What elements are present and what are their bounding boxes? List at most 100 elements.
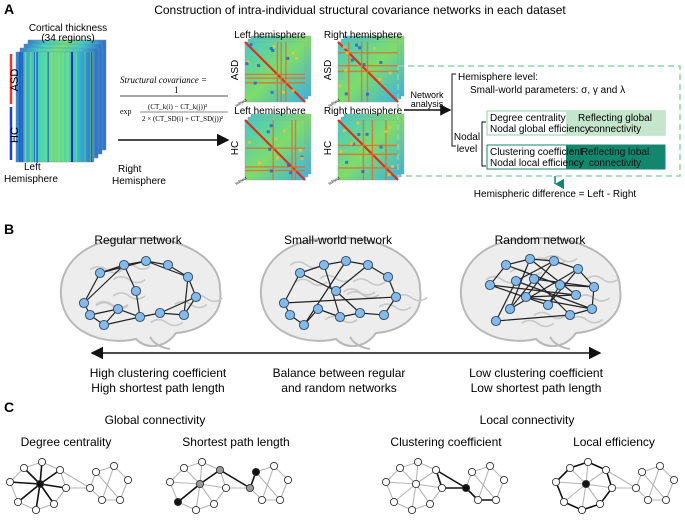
graph-edge bbox=[261, 465, 275, 501]
graph-node bbox=[431, 465, 441, 475]
random-network-brain bbox=[459, 237, 622, 350]
covariance-matrix bbox=[244, 35, 312, 103]
graph-node bbox=[109, 461, 119, 471]
network-edge bbox=[83, 272, 101, 304]
heatmap-lines bbox=[18, 52, 94, 162]
panel-b-letter: B bbox=[4, 221, 14, 237]
regular-network-title: Regular network bbox=[94, 233, 182, 247]
network-node bbox=[140, 255, 152, 267]
local-efficiency-graph bbox=[551, 457, 679, 515]
network-node bbox=[572, 263, 584, 275]
graph-node bbox=[257, 495, 267, 505]
network-node bbox=[390, 291, 402, 303]
smallworld-network-brain bbox=[259, 237, 428, 350]
local-efficiency-title: Local efficiency bbox=[573, 435, 655, 449]
local-connectivity-title: Local connectivity bbox=[480, 413, 575, 427]
graph-node bbox=[221, 483, 231, 493]
graph-edge bbox=[169, 481, 201, 485]
graph-edge bbox=[415, 483, 431, 505]
graph-node bbox=[85, 483, 95, 493]
hemispheric-difference: Hemispheric difference = Left - Right bbox=[474, 189, 637, 200]
graph-node bbox=[485, 461, 495, 471]
network-node bbox=[284, 309, 296, 321]
network-edge bbox=[529, 258, 577, 296]
graph-edge bbox=[555, 481, 587, 485]
graph-node bbox=[565, 463, 575, 473]
graph-edge bbox=[199, 483, 227, 489]
graph-node bbox=[467, 467, 477, 477]
graph-edge bbox=[177, 483, 201, 503]
graph-edge bbox=[219, 469, 251, 489]
network-node bbox=[98, 319, 110, 331]
graph-edge bbox=[39, 483, 67, 489]
network-node bbox=[588, 281, 600, 293]
network-node bbox=[504, 303, 516, 315]
subject-label-1: subject bbox=[234, 97, 248, 108]
graph-node bbox=[251, 467, 261, 477]
graph-edge bbox=[17, 483, 41, 503]
network-analysis-2: analysis bbox=[411, 99, 444, 109]
graph-node bbox=[669, 475, 679, 485]
low-path: Low shortest path length bbox=[471, 381, 602, 395]
formula-den-den: 2 × (CT_SD(i) + CT_SD(j))² bbox=[142, 115, 223, 123]
network-node bbox=[154, 307, 166, 319]
network-node bbox=[542, 299, 554, 311]
smallworld-params: Small-world parameters: σ, γ and λ bbox=[470, 85, 625, 96]
graph-node bbox=[407, 505, 417, 515]
network-edge bbox=[83, 264, 125, 304]
network-node bbox=[382, 271, 394, 283]
network-node bbox=[278, 297, 290, 309]
graph-edge bbox=[411, 483, 417, 511]
network-node bbox=[362, 259, 374, 271]
graph-edge bbox=[39, 469, 61, 485]
graph-edge bbox=[59, 469, 91, 489]
thickness-label-2: (34 regions) bbox=[41, 33, 94, 44]
graph-edge bbox=[39, 483, 55, 505]
network-node bbox=[500, 259, 512, 271]
network-node bbox=[528, 273, 540, 285]
clustering-coefficient-graph bbox=[381, 457, 509, 515]
local-result-fill bbox=[566, 145, 665, 169]
network-node bbox=[312, 303, 324, 315]
smallworld-network-title: Small-world network bbox=[284, 233, 393, 247]
network-edge bbox=[525, 260, 555, 298]
low-clustering: Low clustering coefficient bbox=[469, 366, 604, 380]
graph-edge bbox=[199, 469, 221, 485]
graph-node bbox=[583, 457, 593, 467]
network-node bbox=[548, 255, 560, 267]
network-edge bbox=[335, 290, 361, 314]
network-node bbox=[94, 267, 106, 279]
graph-edge bbox=[477, 465, 491, 501]
matrix-hc-label-1: HC bbox=[230, 141, 241, 155]
high-clustering: High clustering coefficient bbox=[90, 366, 227, 380]
nodal-level-1: Nodal bbox=[454, 132, 480, 143]
graph-node bbox=[637, 467, 647, 477]
results-dashed-box bbox=[397, 65, 681, 177]
graph-node bbox=[595, 499, 605, 509]
covariance-matrices bbox=[244, 35, 405, 181]
matrix-asd-label-1: ASD bbox=[230, 60, 241, 81]
nodal-global-efficiency: Nodal global efficiency bbox=[490, 124, 590, 135]
graph-node bbox=[395, 463, 405, 473]
subject-label-4: subject bbox=[327, 175, 341, 186]
graph-edge bbox=[471, 471, 497, 501]
network-node bbox=[520, 291, 532, 303]
nodal-level-2: level bbox=[457, 144, 478, 155]
network-edge bbox=[525, 296, 593, 310]
graph-node bbox=[559, 497, 569, 507]
network-edge bbox=[489, 284, 549, 306]
network-node bbox=[78, 297, 90, 309]
regular-network-brain bbox=[59, 237, 223, 350]
panel-a-title: Construction of intra-individual structu… bbox=[154, 3, 566, 17]
matrix-hc-label-2: HC bbox=[323, 141, 334, 155]
graph-node bbox=[179, 463, 189, 473]
panel-c-letter: C bbox=[4, 399, 14, 415]
hc-label: HC bbox=[9, 127, 21, 143]
reflect-local-1: Reflecting lobal bbox=[581, 147, 649, 158]
network-edge bbox=[283, 272, 301, 304]
graph-edge bbox=[101, 465, 115, 501]
graph-node bbox=[115, 495, 125, 505]
graph-edge bbox=[581, 483, 587, 511]
left-hemisphere-title-2: Left hemisphere bbox=[234, 106, 306, 117]
